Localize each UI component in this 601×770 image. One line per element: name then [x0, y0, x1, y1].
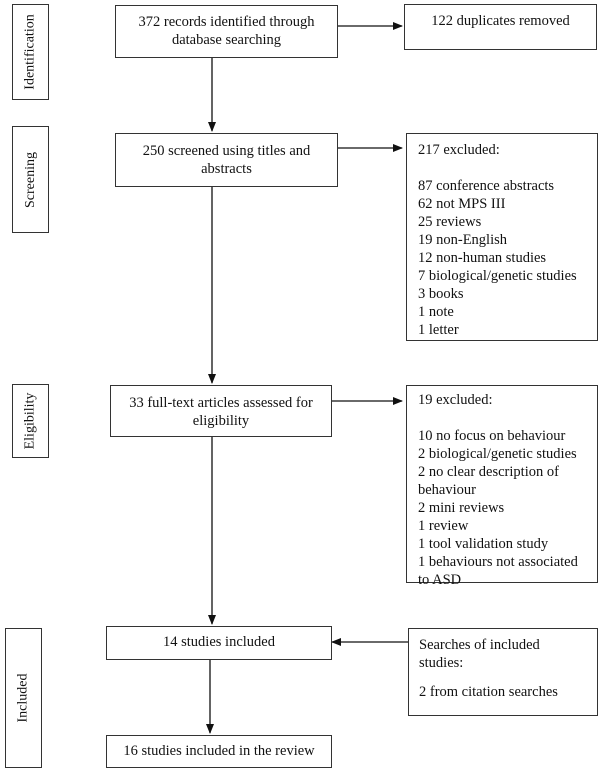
- eligibility-excluded-heading: 19 excluded:: [418, 392, 493, 408]
- studies-included-box: 14 studies included: [106, 626, 332, 660]
- eligibility-excluded-item: 2 no clear description of: [418, 464, 559, 480]
- duplicates-removed-box: 122 duplicates removed: [404, 4, 597, 50]
- citation-searches-box: Searches of included studies: 2 from cit…: [408, 628, 598, 716]
- fulltext-assessed-text: 33 full-text articles assessed for eligi…: [129, 395, 313, 429]
- screening-excluded-box: 217 excluded: 87 conference abstracts 62…: [406, 133, 598, 341]
- screening-excluded-item: 25 reviews: [418, 214, 482, 230]
- stage-identification-label: Identification: [12, 4, 49, 100]
- duplicates-removed-text: 122 duplicates removed: [431, 13, 570, 29]
- eligibility-excluded-item: 1 behaviours not associated: [418, 554, 578, 570]
- screening-excluded-item: 7 biological/genetic studies: [418, 268, 577, 284]
- screening-excluded-item: 1 note: [418, 304, 454, 320]
- screening-excluded-item: 87 conference abstracts: [418, 178, 555, 194]
- eligibility-excluded-item: behaviour: [418, 482, 476, 498]
- eligibility-excluded-item: 10 no focus on behaviour: [418, 428, 566, 444]
- screening-excluded-item: 3 books: [418, 286, 464, 302]
- eligibility-excluded-item: 1 review: [418, 518, 469, 534]
- screening-excluded-item: 62 not MPS III: [418, 196, 506, 212]
- final-included-text: 16 studies included in the review: [123, 743, 315, 759]
- eligibility-excluded-item: to ASD: [418, 572, 462, 588]
- studies-included-text: 14 studies included: [163, 634, 275, 650]
- citation-searches-detail: 2 from citation searches: [419, 684, 558, 700]
- records-identified-text: 372 records identified through database …: [138, 14, 315, 48]
- screening-excluded-item: 19 non-English: [418, 232, 508, 248]
- stage-included-label: Included: [5, 628, 42, 768]
- screened-text: 250 screened using titles and abstracts: [142, 143, 311, 177]
- screening-excluded-item: 12 non-human studies: [418, 250, 547, 266]
- eligibility-excluded-item: 2 biological/genetic studies: [418, 446, 577, 462]
- eligibility-excluded-item: 1 tool validation study: [418, 536, 549, 552]
- stage-eligibility-label: Eligibility: [12, 384, 49, 458]
- fulltext-assessed-box: 33 full-text articles assessed for eligi…: [110, 385, 332, 437]
- eligibility-excluded-box: 19 excluded: 10 no focus on behaviour 2 …: [406, 385, 598, 588]
- records-identified-box: 372 records identified through database …: [115, 5, 338, 58]
- eligibility-excluded-item: 2 mini reviews: [418, 500, 505, 516]
- screening-excluded-heading: 217 excluded:: [418, 142, 500, 158]
- screening-excluded-item: 1 letter: [418, 322, 459, 338]
- final-included-box: 16 studies included in the review: [106, 735, 332, 768]
- screened-box: 250 screened using titles and abstracts: [115, 133, 338, 187]
- citation-searches-heading: studies:: [419, 655, 464, 671]
- stage-screening-label: Screening: [12, 126, 49, 233]
- citation-searches-heading: Searches of included: [419, 637, 540, 653]
